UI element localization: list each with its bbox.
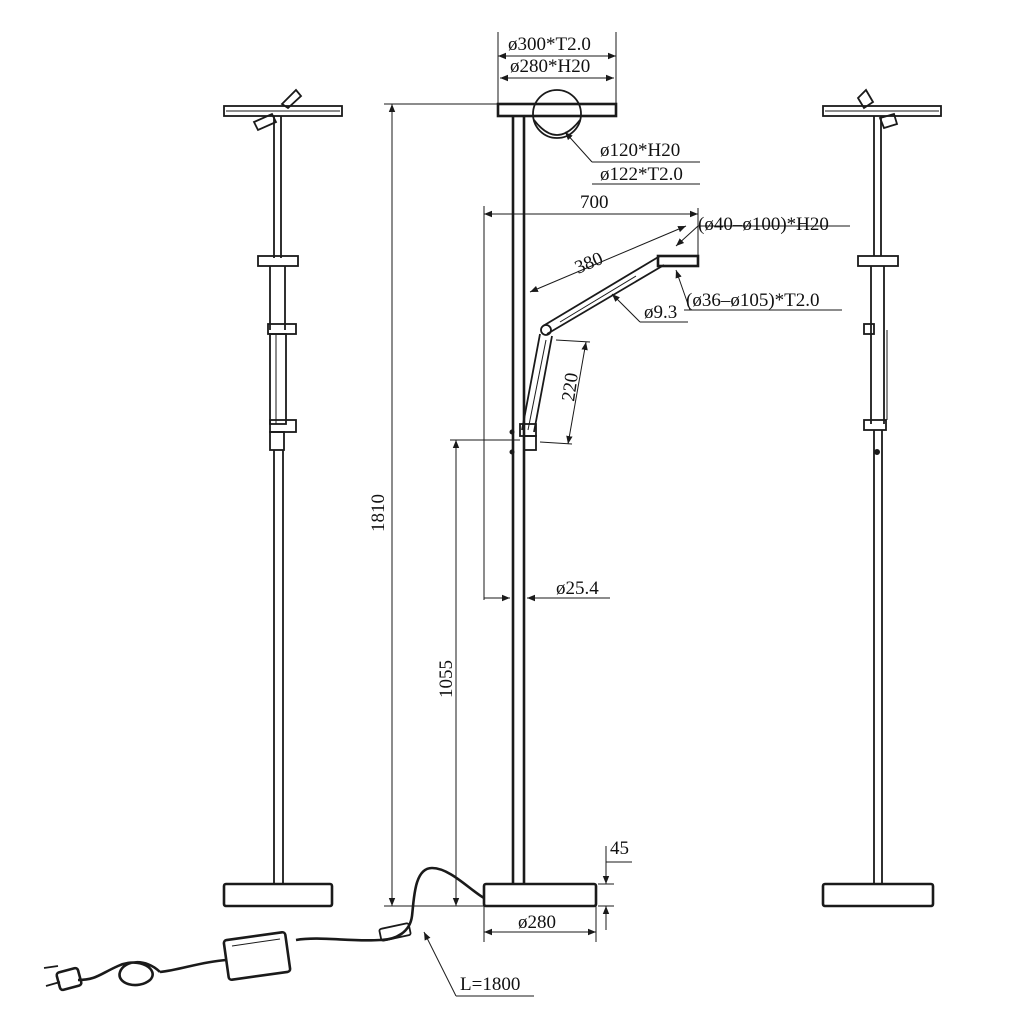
plug-icon	[43, 965, 83, 992]
dimension-lines: ø300*T2.0 ø280*H20 ø120*H20 ø122*T2.0 70…	[368, 32, 850, 997]
dim-reading-glass: (ø36–ø105)*T2.0	[686, 290, 820, 311]
dim-arm-tube: ø9.3	[644, 302, 677, 323]
dim-total-height: 1810	[368, 494, 389, 532]
uplight-head-disc	[223, 105, 343, 117]
reading-head	[656, 254, 700, 268]
dim-base-diameter: ø280	[518, 912, 556, 933]
uplight-head-disc-center	[496, 102, 618, 118]
dim-arm-lower: 220	[558, 372, 583, 403]
coiled-cord	[77, 960, 161, 987]
lamp-left-view	[222, 88, 343, 908]
dim-arm-reach: 700	[580, 192, 609, 213]
dim-uplight-module: ø120*H20	[600, 140, 680, 161]
dim-uplight-glass: ø122*T2.0	[600, 164, 683, 185]
dim-head-outer: ø300*T2.0	[508, 34, 591, 55]
base-left	[222, 882, 334, 908]
dim-head-inner: ø280*H20	[510, 56, 590, 77]
dim-reading-head: (ø40–ø100)*H20	[698, 214, 829, 235]
dim-arm-upper: 380	[572, 248, 606, 278]
uplight-module	[532, 89, 582, 139]
cable-connector	[378, 922, 412, 942]
base-right	[821, 882, 935, 908]
dim-cable-length: L=1800	[460, 974, 520, 995]
base-center	[482, 882, 598, 908]
power-adapter	[222, 930, 292, 982]
lamp-right-view	[821, 88, 942, 908]
dim-reading-height: 1055	[436, 660, 457, 698]
dim-base-height: 45	[610, 838, 629, 859]
power-cable	[43, 866, 485, 992]
dim-pole-diameter: ø25.4	[556, 578, 599, 599]
